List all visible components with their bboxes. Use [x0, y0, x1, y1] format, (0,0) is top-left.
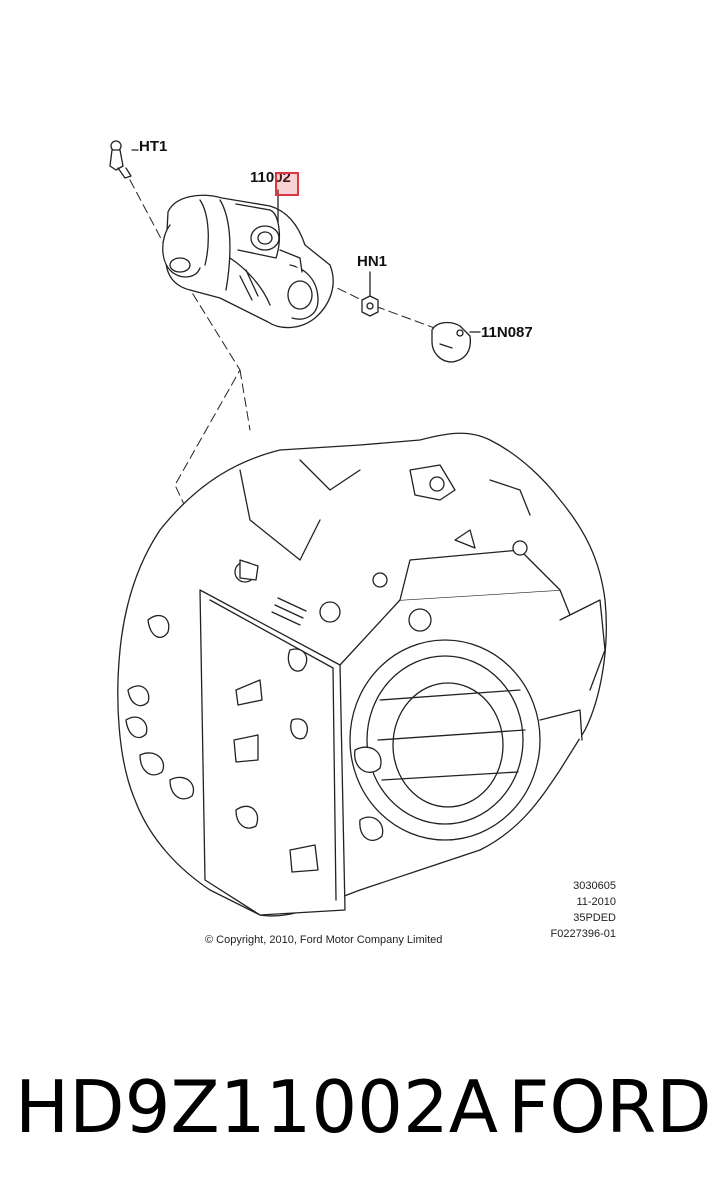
part-number-label: HD9Z11002A: [15, 1065, 499, 1149]
callout-part-11n087: 11N087: [481, 324, 533, 341]
brand-label: FORD: [508, 1065, 708, 1149]
assembly-guide-lines: [129, 179, 441, 561]
nut-hn1: [361, 271, 379, 317]
bolt-ht1: [109, 140, 139, 179]
starter-motor-11002: [162, 189, 334, 329]
reference-line-3: 35PDED: [573, 912, 616, 924]
exploded-parts-diagram: [109, 140, 607, 917]
callout-hn1: HN1: [357, 253, 388, 270]
transaxle-housing: [117, 432, 607, 917]
reference-line-2: 11-2010: [576, 896, 616, 908]
callout-ht1: HT1: [139, 138, 168, 155]
copyright-notice: © Copyright, 2010, Ford Motor Company Li…: [205, 934, 443, 946]
reference-line-1: 3030605: [573, 880, 616, 892]
reference-block: 3030605 11-2010 35PDED F0227396-01: [496, 878, 616, 942]
part-highlight-box[interactable]: [275, 172, 299, 196]
bracket-11n087: [431, 321, 481, 363]
reference-line-4: F0227396-01: [550, 928, 616, 940]
